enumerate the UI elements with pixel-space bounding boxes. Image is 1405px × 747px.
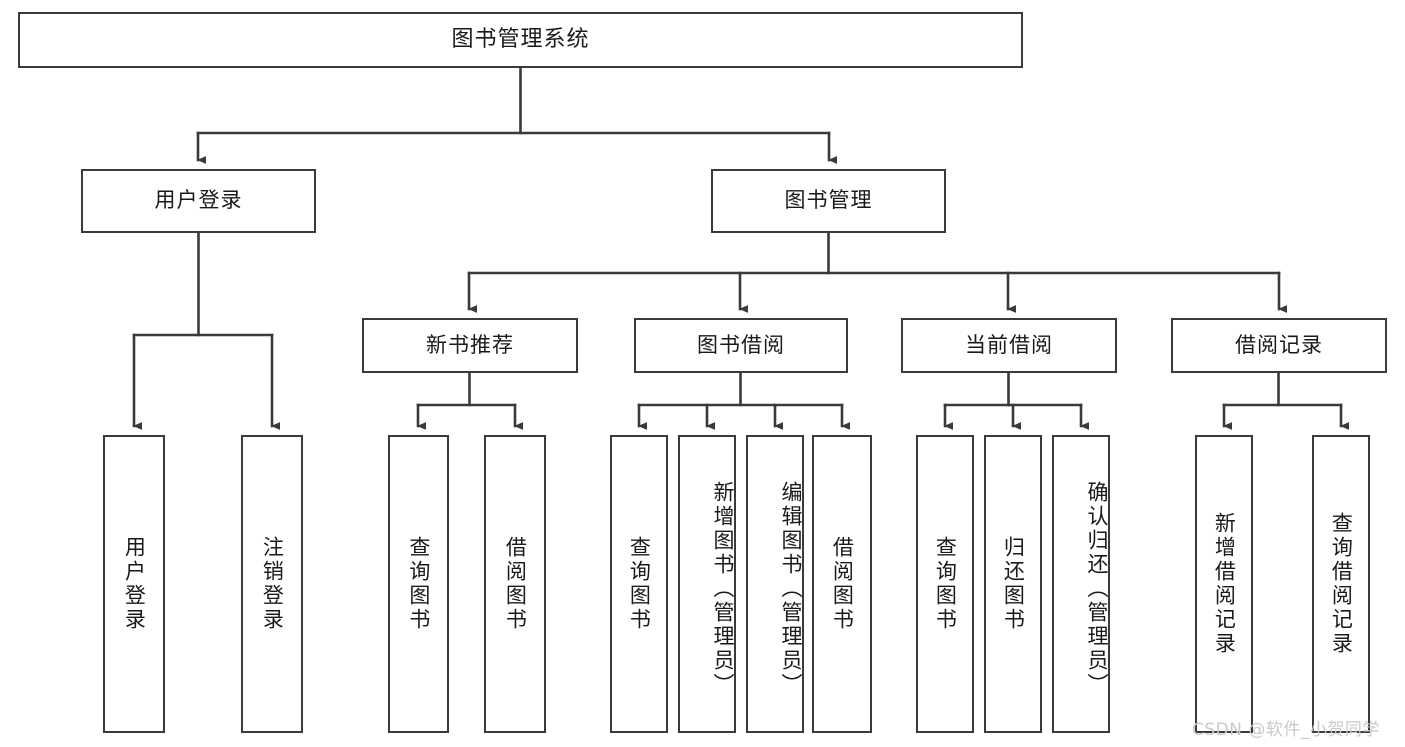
node-leaf-borrow-book-1-label: 借阅图书 <box>503 536 528 632</box>
node-leaf-add-record-label: 新增借阅记录 <box>1212 512 1237 656</box>
node-new-book-recommend[interactable]: 新书推荐 <box>362 318 578 373</box>
node-leaf-query-book-1[interactable]: 查询图书 <box>388 435 449 733</box>
node-leaf-add-book-label: 新增图书（管理员） <box>711 481 735 697</box>
node-leaf-return-book[interactable]: 归还图书 <box>984 435 1042 733</box>
node-leaf-query-book-2[interactable]: 查询图书 <box>610 435 668 733</box>
node-book-management-label: 图书管理 <box>784 188 873 213</box>
node-book-borrow-label: 图书借阅 <box>697 332 785 357</box>
node-leaf-query-book-3-label: 查询图书 <box>933 536 958 632</box>
node-leaf-confirm-return-label: 确认归还（管理员） <box>1085 481 1109 697</box>
node-new-book-recommend-label: 新书推荐 <box>426 332 514 357</box>
node-root-label: 图书管理系统 <box>451 26 590 52</box>
node-leaf-query-record[interactable]: 查询借阅记录 <box>1312 435 1370 733</box>
node-leaf-query-book-3[interactable]: 查询图书 <box>916 435 974 733</box>
node-leaf-return-book-label: 归还图书 <box>1001 536 1026 632</box>
node-leaf-add-record[interactable]: 新增借阅记录 <box>1195 435 1253 733</box>
node-leaf-add-book[interactable]: 新增图书（管理员） <box>678 435 736 733</box>
node-leaf-query-record-label: 查询借阅记录 <box>1329 512 1354 656</box>
node-leaf-logout[interactable]: 注销登录 <box>241 435 303 733</box>
node-leaf-edit-book[interactable]: 编辑图书（管理员） <box>746 435 804 733</box>
node-leaf-logout-label: 注销登录 <box>260 536 285 632</box>
node-leaf-confirm-return[interactable]: 确认归还（管理员） <box>1052 435 1110 733</box>
node-borrow-records[interactable]: 借阅记录 <box>1171 318 1387 373</box>
node-leaf-borrow-book-1[interactable]: 借阅图书 <box>484 435 546 733</box>
node-leaf-borrow-book-2[interactable]: 借阅图书 <box>812 435 872 733</box>
node-root[interactable]: 图书管理系统 <box>18 12 1023 68</box>
node-leaf-user-login[interactable]: 用户登录 <box>103 435 165 733</box>
node-borrow-records-label: 借阅记录 <box>1235 332 1323 357</box>
csdn-watermark: CSDN @软件_小贺同学 <box>1192 720 1380 740</box>
node-leaf-user-login-label: 用户登录 <box>122 536 147 632</box>
node-leaf-query-book-2-label: 查询图书 <box>627 536 652 632</box>
node-current-borrow[interactable]: 当前借阅 <box>901 318 1117 373</box>
node-user-login-label: 用户登录 <box>154 188 243 213</box>
node-leaf-query-book-1-label: 查询图书 <box>406 536 431 632</box>
node-leaf-borrow-book-2-label: 借阅图书 <box>830 536 855 632</box>
node-book-borrow[interactable]: 图书借阅 <box>634 318 848 373</box>
node-user-login[interactable]: 用户登录 <box>81 169 316 233</box>
node-current-borrow-label: 当前借阅 <box>965 332 1053 357</box>
node-leaf-edit-book-label: 编辑图书（管理员） <box>779 481 803 697</box>
node-book-management[interactable]: 图书管理 <box>711 169 946 233</box>
